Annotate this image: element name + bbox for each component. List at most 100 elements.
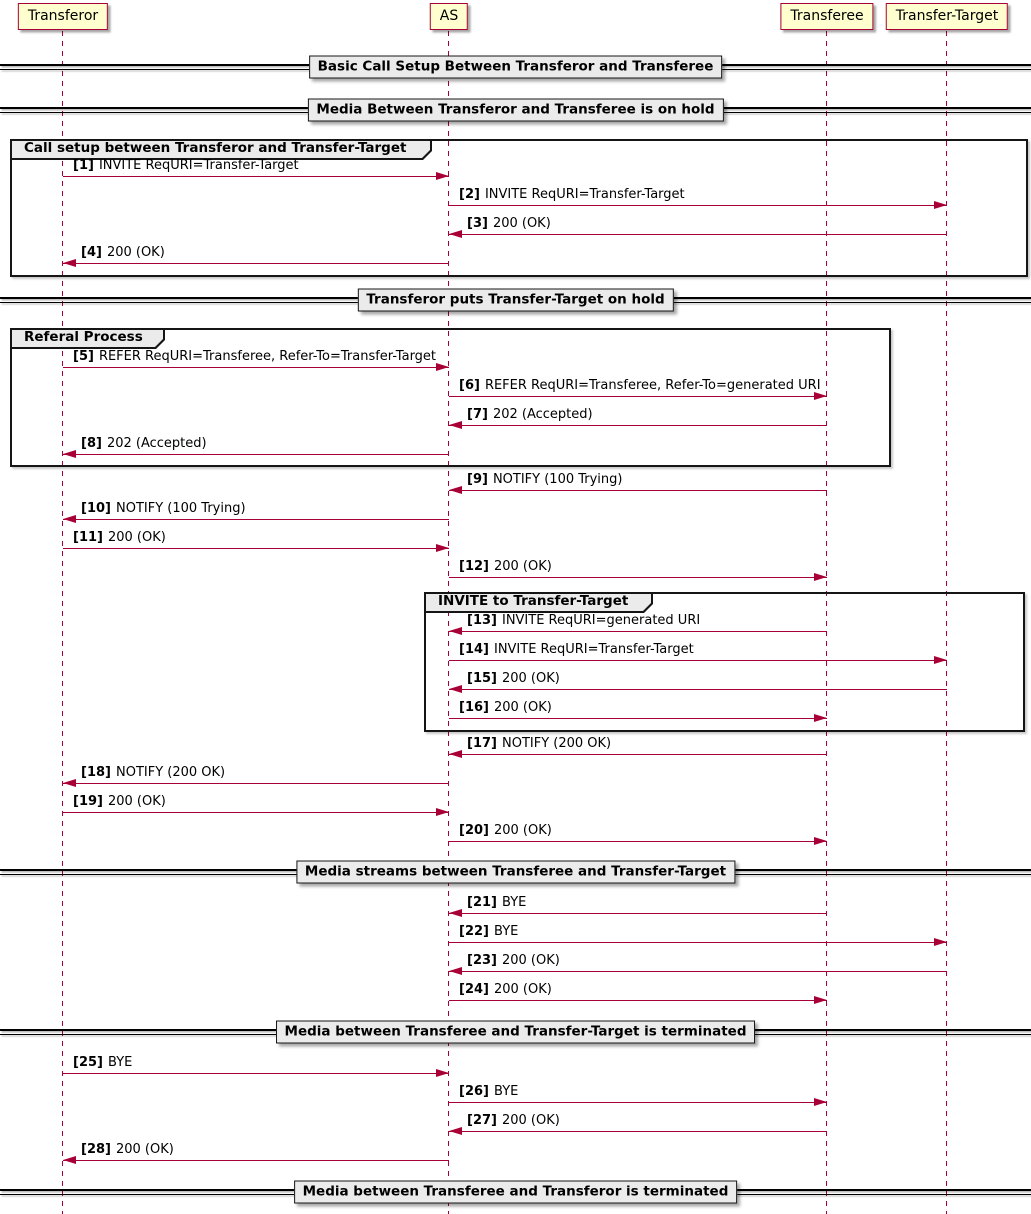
message-text: REFER ReqURI=Transferee, Refer-To=Transf… — [98, 349, 437, 364]
message-text: 202 (Accepted) — [106, 436, 207, 451]
message-text: INVITE ReqURI=Transfer-Target — [493, 642, 694, 657]
message-label: [7] 202 (Accepted) — [467, 407, 593, 422]
message-line — [449, 660, 947, 661]
message-label: [14] INVITE ReqURI=Transfer-Target — [459, 642, 694, 657]
arrowhead-icon — [449, 685, 462, 693]
message-line — [449, 577, 827, 578]
message-number: [1] — [73, 158, 94, 173]
arrowhead-icon — [63, 1156, 76, 1164]
group-label-tab: Referal Process — [10, 328, 165, 349]
message-number: [22] — [459, 924, 489, 939]
arrowhead-icon — [449, 750, 462, 758]
group-label: INVITE to Transfer-Target — [438, 593, 629, 609]
message-line — [449, 234, 947, 235]
arrowhead-icon — [436, 363, 449, 371]
message-number: [21] — [467, 895, 497, 910]
message-number: [28] — [81, 1142, 111, 1157]
message-text: 200 (OK) — [493, 700, 552, 715]
group-label: Referal Process — [24, 329, 143, 345]
arrowhead-icon — [814, 837, 827, 845]
message-text: NOTIFY (100 Trying) — [115, 501, 246, 516]
arrowhead-icon — [63, 259, 76, 267]
message-line — [63, 263, 449, 264]
message-text: 200 (OK) — [501, 671, 560, 686]
message-label: [3]200 (OK) — [467, 216, 551, 231]
message-line — [63, 454, 449, 455]
arrowhead-icon — [449, 967, 462, 975]
message-line — [63, 812, 449, 813]
message-line — [63, 548, 449, 549]
message-line — [449, 913, 827, 914]
divider-label: Transferor puts Transfer-Target on hold — [357, 288, 674, 312]
message-text: INVITE ReqURI=Transfer-Target — [484, 187, 685, 202]
message-text: 202 (Accepted) — [492, 407, 593, 422]
arrowhead-icon — [63, 515, 76, 523]
message-line — [449, 1102, 827, 1103]
group-frame: Referal Process — [10, 328, 891, 467]
message-number: [16] — [459, 700, 489, 715]
message-number: [6] — [459, 378, 480, 393]
message-number: [26] — [459, 1084, 489, 1099]
message-label: [4]200 (OK) — [81, 245, 165, 260]
arrowhead-icon — [814, 1098, 827, 1106]
arrowhead-icon — [814, 392, 827, 400]
message-number: [13] — [467, 613, 497, 628]
arrowhead-icon — [934, 201, 947, 209]
message-label: [9] NOTIFY (100 Trying) — [467, 472, 622, 487]
lifeline-transferor — [62, 31, 64, 1214]
message-text: NOTIFY (200 OK) — [115, 765, 226, 780]
divider-label: Media between Transferee and Transferor … — [293, 1180, 738, 1204]
message-number: [8] — [81, 436, 102, 451]
message-text: BYE — [493, 1084, 519, 1099]
arrowhead-icon — [934, 656, 947, 664]
message-number: [9] — [467, 472, 488, 487]
message-text: 200 (OK) — [107, 530, 166, 545]
arrowhead-icon — [814, 714, 827, 722]
message-number: [25] — [73, 1055, 103, 1070]
message-text: 200 (OK) — [107, 794, 166, 809]
message-label: [17] NOTIFY (200 OK) — [467, 736, 611, 751]
participant-as: AS — [429, 3, 469, 30]
message-label: [2] INVITE ReqURI=Transfer-Target — [459, 187, 685, 202]
arrowhead-icon — [436, 172, 449, 180]
message-label: [12]200 (OK) — [459, 559, 552, 574]
message-line — [449, 718, 827, 719]
message-line — [449, 971, 947, 972]
message-label: [23]200 (OK) — [467, 953, 560, 968]
message-line — [63, 783, 449, 784]
message-number: [2] — [459, 187, 480, 202]
message-label: [18]NOTIFY (200 OK) — [81, 765, 225, 780]
message-label: [27]200 (OK) — [467, 1113, 560, 1128]
message-line — [63, 1073, 449, 1074]
group-label: Call setup between Transferor and Transf… — [24, 140, 407, 156]
message-text: 200 (OK) — [501, 953, 560, 968]
message-number: [27] — [467, 1113, 497, 1128]
group-label-bg — [426, 594, 651, 611]
group-label-tab: Call setup between Transferor and Transf… — [10, 139, 432, 160]
message-number: [7] — [467, 407, 488, 422]
group-label-bg — [12, 141, 430, 158]
message-number: [3] — [467, 216, 488, 231]
arrowhead-icon — [449, 909, 462, 917]
message-label: [13]INVITE ReqURI=generated URI — [467, 613, 700, 628]
message-label: [5]REFER ReqURI=Transferee, Refer-To=Tra… — [73, 349, 436, 364]
message-line — [449, 631, 827, 632]
message-label: [16] 200 (OK) — [459, 700, 552, 715]
message-label: [25]BYE — [73, 1055, 132, 1070]
message-line — [449, 1000, 827, 1001]
lifeline-as — [448, 31, 450, 1214]
group-label-bg — [12, 330, 163, 347]
message-line — [449, 1131, 827, 1132]
message-number: [14] — [459, 642, 489, 657]
message-number: [4] — [81, 245, 102, 260]
arrowhead-icon — [63, 450, 76, 458]
arrowhead-icon — [934, 938, 947, 946]
message-number: [17] — [467, 736, 497, 751]
message-text: BYE — [501, 895, 527, 910]
message-text: NOTIFY (200 OK) — [501, 736, 612, 751]
message-line — [449, 689, 947, 690]
arrowhead-icon — [449, 1127, 462, 1135]
message-line — [63, 519, 449, 520]
message-text: NOTIFY (100 Trying) — [492, 472, 623, 487]
